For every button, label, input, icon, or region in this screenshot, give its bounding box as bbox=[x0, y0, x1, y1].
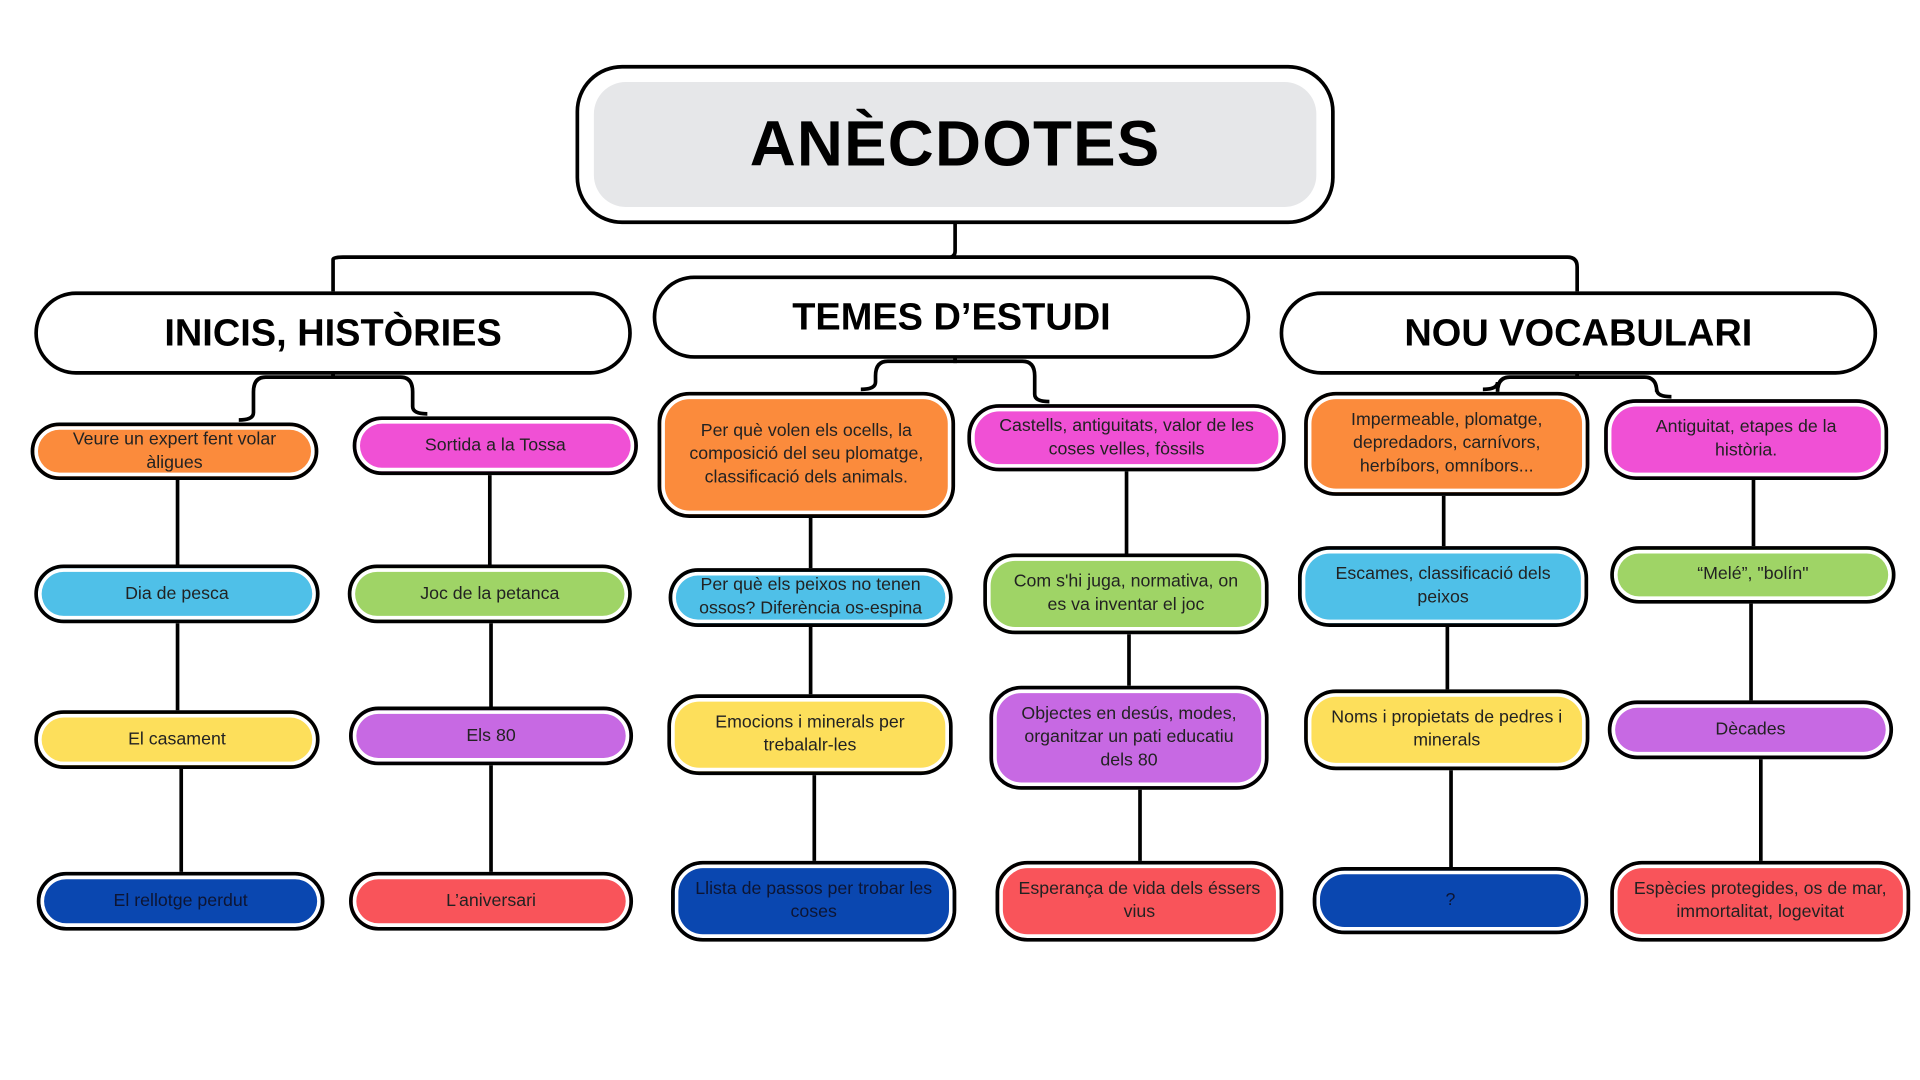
concept-node: Sortida a la Tossa bbox=[352, 416, 638, 476]
main-title-box: ANÈCDOTES bbox=[575, 64, 1335, 225]
branch-connector bbox=[331, 371, 428, 416]
main-title: ANÈCDOTES bbox=[593, 82, 1317, 207]
branch-connector bbox=[1482, 371, 1579, 392]
concept-node: Castells, antiguitats, valor de les cose… bbox=[967, 404, 1286, 472]
branch-connector bbox=[1575, 371, 1672, 399]
concept-node: Joc de la petanca bbox=[347, 564, 632, 624]
concept-node: Llista de passos per trobar les coses bbox=[671, 860, 957, 942]
header-inicis-histories: INICIS, HISTÒRIES bbox=[34, 291, 632, 375]
concept-node: El casament bbox=[34, 710, 320, 769]
branch-connector bbox=[953, 355, 1050, 404]
concept-node: El rellotge perdut bbox=[36, 871, 325, 931]
concept-node: Espècies protegides, os de mar, immortal… bbox=[1610, 860, 1911, 942]
concept-node: Emocions i minerals per trebalalr-les bbox=[667, 694, 953, 776]
concept-node: Per què volen els ocells, la composició … bbox=[657, 391, 956, 518]
concept-node: Impermeable, plomatge, depredadors, carn… bbox=[1304, 391, 1590, 496]
title-connector bbox=[331, 220, 1579, 292]
concept-node: Dia de pesca bbox=[34, 564, 320, 624]
header-nou-vocabulari: NOU VOCABULARI bbox=[1279, 291, 1878, 375]
concept-node: L’aniversari bbox=[348, 871, 634, 931]
concept-node: Antiguitat, etapes de la història. bbox=[1604, 399, 1889, 481]
concept-node: “Melé”, "bolín" bbox=[1610, 546, 1896, 604]
concept-node: Escames, classificació dels peixos bbox=[1297, 546, 1589, 627]
concept-node: Noms i propietats de pedres i minerals bbox=[1304, 689, 1590, 771]
concept-node: Com s'hi juga, normativa, on es va inven… bbox=[983, 553, 1269, 635]
branch-connector bbox=[860, 355, 957, 392]
concept-node: Veure un expert fent volar àligues bbox=[30, 422, 319, 481]
concept-node: Objectes en desús, modes, organitzar un … bbox=[989, 685, 1269, 790]
header-temes-estudi: TEMES D’ESTUDI bbox=[652, 275, 1251, 359]
concept-node: ? bbox=[1312, 866, 1589, 935]
concept-node: Els 80 bbox=[348, 706, 634, 766]
concept-node: Per què els peixos no tenen ossos? Difer… bbox=[668, 568, 953, 627]
branch-connector bbox=[238, 371, 335, 422]
concept-node: Esperança de vida dels éssers vius bbox=[995, 860, 1284, 942]
concept-node: Dècades bbox=[1607, 700, 1894, 760]
